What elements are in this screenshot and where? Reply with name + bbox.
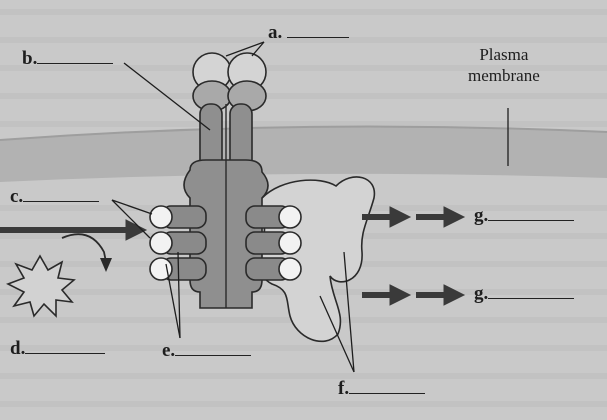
label-c: c.	[10, 186, 99, 208]
label-g-upper-text: g.	[474, 205, 488, 226]
label-d-text: d.	[10, 338, 25, 359]
label-a: a.	[268, 22, 349, 44]
label-a-text: a.	[268, 22, 282, 43]
label-f-text: f.	[338, 378, 349, 399]
label-f: f.	[338, 378, 425, 400]
label-e: e.	[162, 340, 251, 362]
answer-blank-c[interactable]	[23, 187, 99, 202]
plasma-membrane-line2: membrane	[468, 65, 540, 86]
label-c-text: c.	[10, 186, 23, 207]
answer-blank-f[interactable]	[349, 379, 425, 394]
answer-blank-g-upper[interactable]	[488, 206, 574, 221]
tyrosine-circles-right	[279, 206, 301, 280]
answer-blank-b[interactable]	[37, 49, 113, 64]
label-b: b.	[22, 48, 113, 70]
answer-blank-a[interactable]	[287, 23, 349, 38]
label-d: d.	[10, 338, 105, 360]
label-e-text: e.	[162, 340, 175, 361]
label-g-lower-text: g.	[474, 283, 488, 304]
label-g-upper: g.	[474, 205, 574, 227]
answer-blank-g-lower[interactable]	[488, 284, 574, 299]
tyrosine-circles-left	[150, 206, 172, 280]
answer-blank-e[interactable]	[175, 341, 251, 356]
plasma-membrane-line1: Plasma	[468, 44, 540, 65]
answer-blank-d[interactable]	[25, 339, 105, 354]
label-g-lower: g.	[474, 283, 574, 305]
plasma-membrane-annotation: Plasma membrane	[468, 44, 540, 86]
label-b-text: b.	[22, 48, 37, 69]
